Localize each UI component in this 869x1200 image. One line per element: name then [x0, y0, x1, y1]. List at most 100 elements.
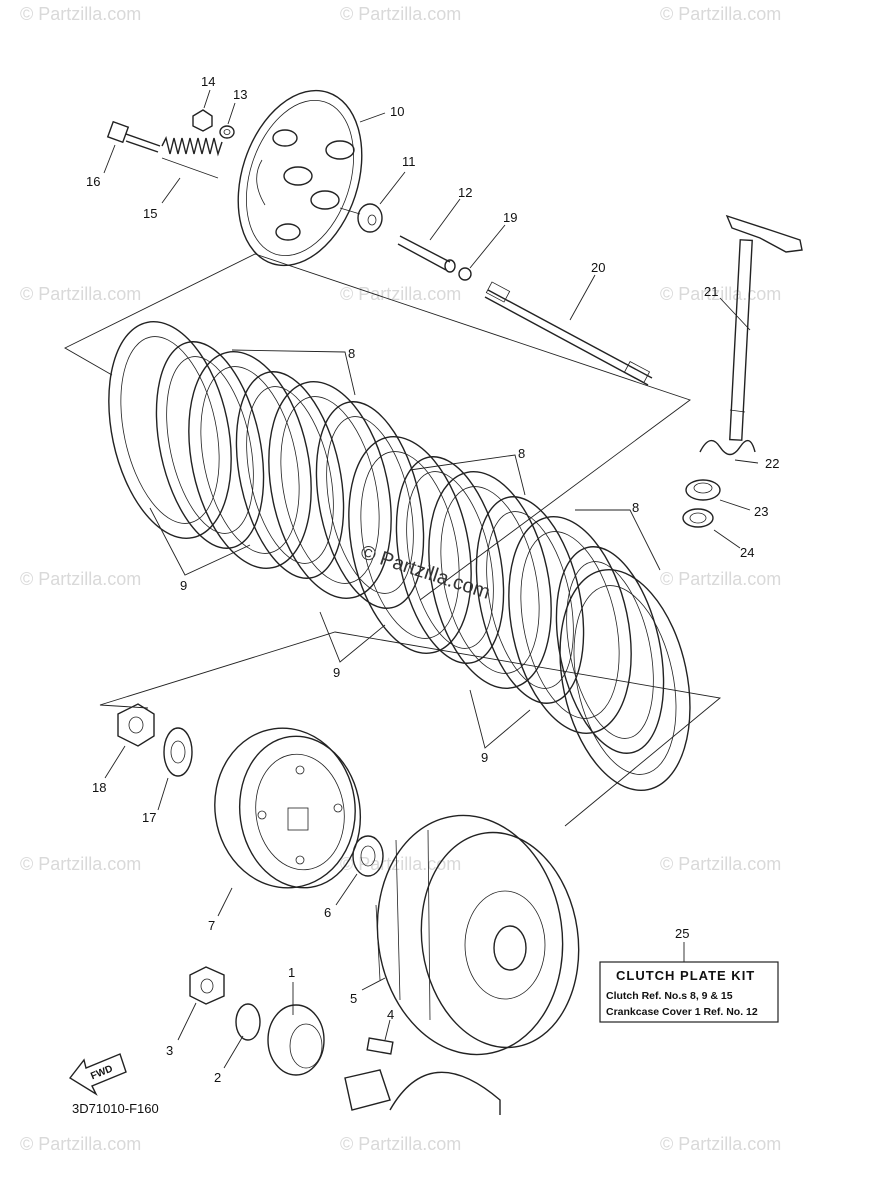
watermark: © Partzilla.com — [20, 1134, 141, 1154]
callout-7: 7 — [208, 918, 215, 933]
bearing-hole — [367, 214, 377, 226]
nut — [192, 109, 213, 132]
watermark: © Partzilla.com — [660, 569, 781, 589]
watermark: © Partzilla.com — [660, 854, 781, 874]
lock-washer — [163, 727, 193, 777]
callout-3: 3 — [166, 1043, 173, 1058]
kit-line-2: Crankcase Cover 1 Ref. No. 12 — [606, 1006, 758, 1018]
oil-seal-inner — [693, 482, 713, 494]
callout-8-upper: 8 — [348, 346, 355, 361]
callout-8-lower: 8 — [632, 500, 639, 515]
callout-17: 17 — [142, 810, 156, 825]
push-rod-short — [397, 235, 456, 273]
callout-1: 1 — [288, 965, 295, 980]
kit-title: CLUTCH PLATE KIT — [616, 968, 755, 983]
steel-plate — [315, 401, 425, 609]
nut — [189, 966, 225, 1005]
watermark: © Partzilla.com — [340, 1134, 461, 1154]
clutch-plates — [108, 321, 691, 792]
callout-22: 22 — [765, 456, 779, 471]
lever-spring — [699, 439, 756, 456]
callout-23: 23 — [754, 504, 768, 519]
lock-washer — [352, 835, 384, 877]
watermark: © Partzilla.com — [20, 4, 141, 24]
callout-18: 18 — [92, 780, 106, 795]
crank-web — [389, 1071, 501, 1115]
callout-20: 20 — [591, 260, 605, 275]
callout-8-middle: 8 — [518, 446, 525, 461]
callout-19: 19 — [503, 210, 517, 225]
callout-13: 13 — [233, 87, 247, 102]
callout-9-middle: 9 — [333, 665, 340, 680]
watermark: © Partzilla.com — [20, 854, 141, 874]
watermark: © Partzilla.com — [340, 284, 461, 304]
friction-plate — [108, 321, 232, 539]
callout-15: 15 — [143, 206, 157, 221]
fwd-arrow-icon: FWD — [68, 1053, 127, 1096]
crankshaft-end — [344, 1069, 391, 1111]
callout-14: 14 — [201, 74, 215, 89]
callout-21: 21 — [704, 284, 718, 299]
steel-plate — [555, 546, 665, 754]
push-rod-long — [484, 281, 653, 386]
primary-drive-gear — [267, 1004, 325, 1076]
friction-plate — [268, 381, 392, 599]
push-lever-shaft — [725, 214, 803, 441]
clutch-spring — [161, 135, 223, 179]
callout-4: 4 — [387, 1007, 394, 1022]
lock-washer-hole — [360, 845, 376, 867]
callout-24: 24 — [740, 545, 754, 560]
friction-plate — [428, 471, 552, 689]
bearing — [357, 203, 383, 233]
friction-plate — [348, 436, 472, 654]
leader-lines — [103, 89, 759, 1069]
callout-25: 25 — [675, 926, 689, 941]
kit-info-box: CLUTCH PLATE KIT Clutch Ref. No.s 8, 9 &… — [599, 961, 779, 1023]
watermark: © Partzilla.com — [340, 4, 461, 24]
watermark: © Partzilla.com — [660, 4, 781, 24]
oil-seal — [685, 479, 721, 501]
lock-washer — [235, 1003, 261, 1041]
plate-group-frame-lower — [99, 631, 722, 827]
washer-hole — [223, 129, 231, 135]
steel-plate — [155, 341, 265, 549]
watermark: © Partzilla.com — [20, 569, 141, 589]
callout-16: 16 — [86, 174, 100, 189]
diagram-code: 3D71010-F160 — [72, 1101, 159, 1116]
callout-2: 2 — [214, 1070, 221, 1085]
bolt — [106, 120, 161, 153]
pressure-plate — [237, 89, 363, 267]
callout-9-right: 9 — [481, 750, 488, 765]
straight-key — [366, 1037, 394, 1055]
watermark: © Partzilla.com — [660, 1134, 781, 1154]
watermark: © Partzilla.com — [20, 284, 141, 304]
callout-10: 10 — [390, 104, 404, 119]
bearing-needle-inner — [689, 512, 707, 524]
nut-hole — [128, 716, 144, 734]
callout-12: 12 — [458, 185, 472, 200]
steel-plate — [235, 371, 345, 579]
washer — [219, 125, 235, 139]
friction-plate — [508, 516, 632, 734]
callout-9-left: 9 — [180, 578, 187, 593]
watermark: © Partzilla.com — [340, 854, 461, 874]
callout-5: 5 — [350, 991, 357, 1006]
lock-washer-hole — [170, 740, 186, 764]
ball — [458, 267, 472, 281]
watermark: © Partzilla.com — [660, 284, 781, 304]
clutch-housing — [375, 814, 580, 1056]
callout-6: 6 — [324, 905, 331, 920]
nut-hole — [200, 978, 214, 994]
friction-plate — [188, 351, 312, 569]
friction-plate — [559, 568, 691, 792]
kit-line-1: Clutch Ref. No.s 8, 9 & 15 — [606, 990, 733, 1002]
watermark-layer: © Partzilla.com © Partzilla.com © Partzi… — [20, 4, 781, 1154]
nut — [117, 703, 155, 747]
callout-numbers: 1 2 3 4 5 6 7 8 8 8 9 9 9 10 11 12 13 14… — [86, 74, 779, 1085]
clutch-boss — [214, 727, 362, 889]
bearing-guide — [339, 207, 361, 215]
plate-group-frame-upper — [64, 253, 691, 601]
bearing-needle — [682, 508, 714, 528]
callout-11: 11 — [402, 154, 416, 169]
